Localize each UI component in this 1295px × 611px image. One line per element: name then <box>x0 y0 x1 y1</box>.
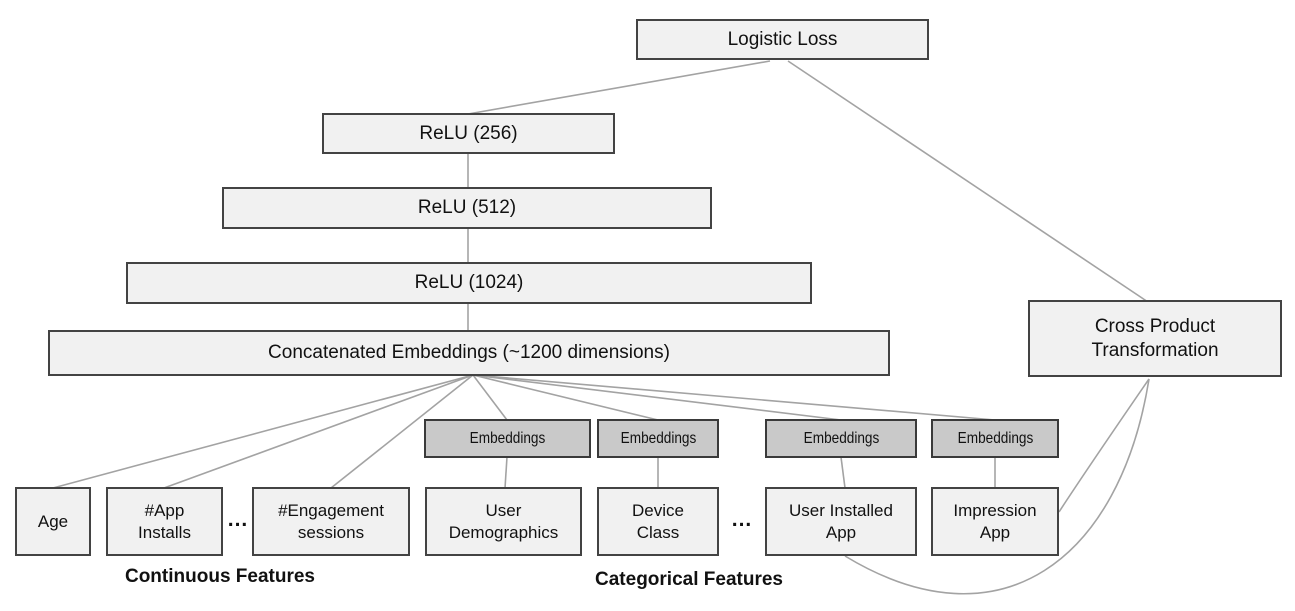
edge-embeddings3-to-userinstalled <box>840 456 846 489</box>
edge-userinstalled-to-crossproduct <box>844 378 1150 595</box>
edge-concat-to-embeddings3 <box>472 374 842 421</box>
node-label: Concatenated Embeddings (~1200 dimension… <box>268 342 670 364</box>
node-label: Embeddings <box>957 429 1033 447</box>
node-label: ReLU (256) <box>419 122 518 144</box>
ellipsis-continuous: ... <box>227 508 249 531</box>
edge-impression-to-crossproduct <box>1058 378 1150 513</box>
node-label: Embeddings <box>469 429 546 447</box>
node-label: User Demographics <box>448 501 559 542</box>
node-embeddings-3: Embeddings <box>765 419 917 458</box>
node-label: ReLU (512) <box>417 197 517 219</box>
node-label: ReLU (1024) <box>414 272 524 294</box>
node-label: Impression App <box>953 501 1037 542</box>
edge-concat-to-appinstalls <box>163 374 474 489</box>
edge-concat-to-embeddings4 <box>472 374 996 421</box>
node-embeddings-4: Embeddings <box>931 419 1059 458</box>
categorical-features-label: Categorical Features <box>595 569 783 590</box>
node-label: Logistic Loss <box>727 28 838 50</box>
edge-loss-to-relu256 <box>467 60 771 115</box>
node-engagement-sessions: #Engagement sessions <box>252 487 410 556</box>
node-label: Embeddings <box>620 429 696 447</box>
node-user-demographics: User Demographics <box>425 487 582 556</box>
node-user-installed-app: User Installed App <box>765 487 917 556</box>
node-embeddings-2: Embeddings <box>597 419 719 458</box>
node-label: User Installed App <box>789 501 893 542</box>
edge-embeddings1-to-userdemo <box>504 456 508 489</box>
node-app-installs: #App Installs <box>106 487 223 556</box>
ellipsis-categorical: ... <box>731 508 753 531</box>
node-label: #Engagement sessions <box>278 501 384 542</box>
edge-loss-to-crossproduct <box>787 60 1149 303</box>
node-age: Age <box>15 487 91 556</box>
node-label: Age <box>37 511 69 531</box>
node-label: Embeddings <box>803 429 879 447</box>
node-relu-256: ReLU (256) <box>322 113 615 154</box>
node-impression-app: Impression App <box>931 487 1059 556</box>
node-label: Cross Product Transformation <box>1091 315 1219 361</box>
node-cross-product-transformation: Cross Product Transformation <box>1028 300 1282 377</box>
node-logistic-loss: Logistic Loss <box>636 19 929 60</box>
node-device-class: Device Class <box>597 487 719 556</box>
node-relu-1024: ReLU (1024) <box>126 262 812 304</box>
node-embeddings-1: Embeddings <box>424 419 591 458</box>
node-relu-512: ReLU (512) <box>222 187 712 229</box>
node-label: #App Installs <box>138 501 191 542</box>
node-concatenated-embeddings: Concatenated Embeddings (~1200 dimension… <box>48 330 890 376</box>
edge-concat-to-embeddings2 <box>472 374 659 421</box>
node-label: Device Class <box>632 501 684 542</box>
edge-concat-to-embeddings1 <box>472 374 508 421</box>
continuous-features-label: Continuous Features <box>124 566 315 587</box>
edge-concat-to-engagement <box>330 374 474 489</box>
edge-concat-to-age <box>52 374 474 489</box>
